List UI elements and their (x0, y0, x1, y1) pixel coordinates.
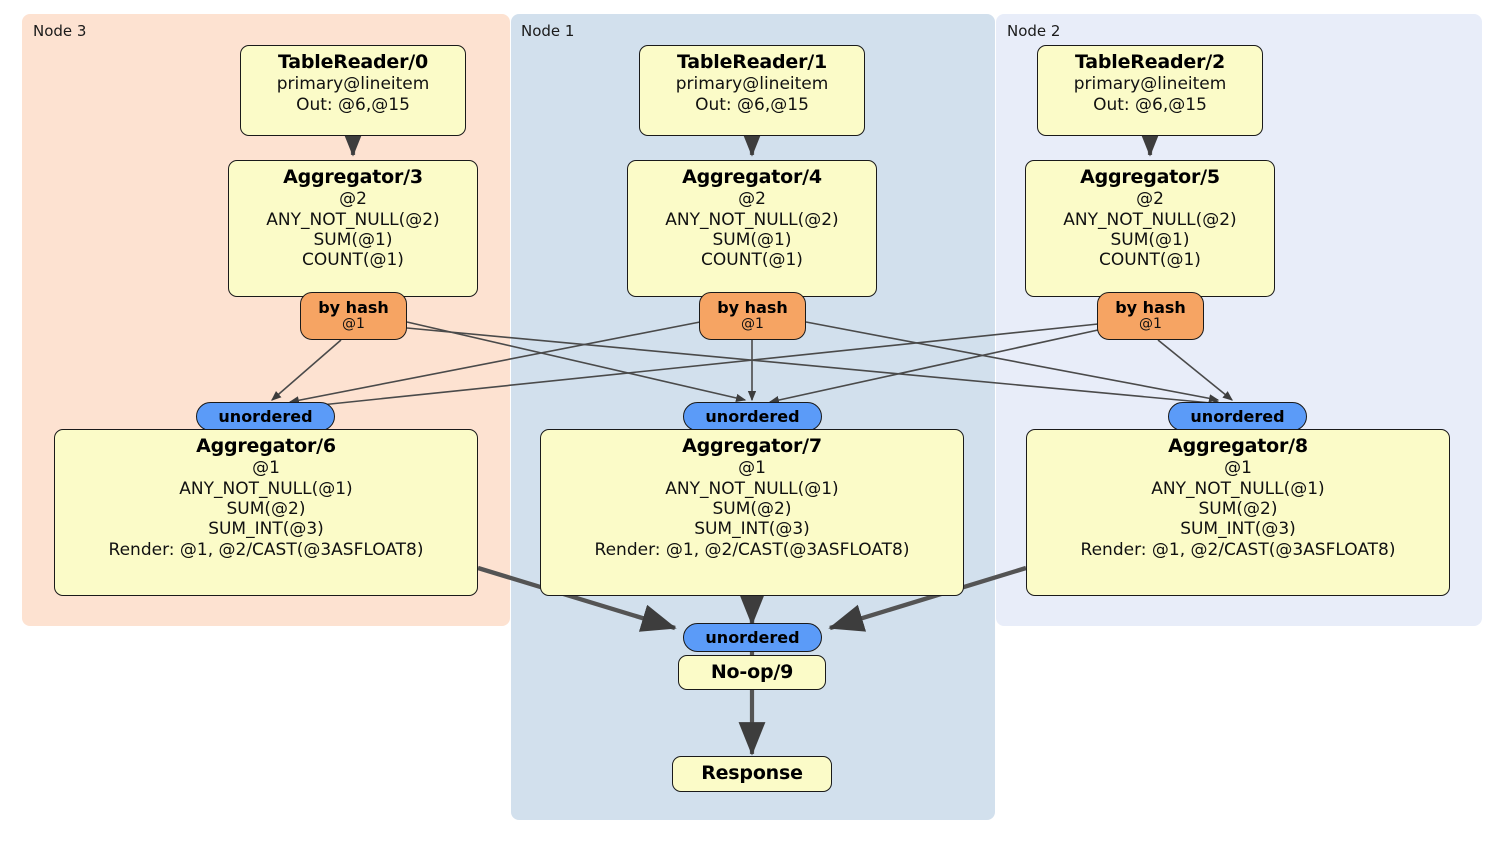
processor-detail: SUM(@2) (226, 498, 306, 519)
processor-detail: Out: @6,@15 (695, 94, 809, 115)
processor-detail: COUNT(@1) (701, 250, 803, 271)
processor-title: Aggregator/4 (682, 166, 822, 188)
processor-title: Aggregator/3 (283, 166, 423, 188)
processor-detail: primary@lineitem (675, 74, 829, 95)
processor-box-aggregator-3[interactable]: Aggregator/3 @2 ANY_NOT_NULL(@2) SUM(@1)… (228, 160, 478, 297)
processor-detail: Out: @6,@15 (1093, 94, 1207, 115)
processor-detail: SUM_INT(@3) (694, 519, 810, 540)
processor-box-tablereader-0[interactable]: TableReader/0 primary@lineitem Out: @6,@… (240, 45, 466, 136)
processor-detail: SUM(@1) (712, 229, 792, 250)
processor-detail: SUM(@1) (1110, 229, 1190, 250)
synchronizer-unordered-node2[interactable]: unordered (1168, 402, 1307, 431)
synchronizer-unordered-node3[interactable]: unordered (196, 402, 335, 431)
processor-detail: SUM(@2) (1198, 498, 1278, 519)
processor-box-aggregator-7[interactable]: Aggregator/7 @1 ANY_NOT_NULL(@1) SUM(@2)… (540, 429, 964, 596)
router-column: @1 (1139, 316, 1162, 333)
router-column: @1 (741, 316, 764, 333)
node-label-node1: Node 1 (521, 22, 575, 40)
node-label-node3: Node 3 (33, 22, 87, 40)
processor-title: TableReader/0 (277, 51, 429, 73)
processor-detail: Out: @6,@15 (296, 94, 410, 115)
processor-box-aggregator-4[interactable]: Aggregator/4 @2 ANY_NOT_NULL(@2) SUM(@1)… (627, 160, 877, 297)
processor-detail: primary@lineitem (1073, 74, 1227, 95)
synchronizer-label: unordered (705, 628, 800, 647)
synchronizer-label: unordered (218, 407, 313, 426)
processor-detail: ANY_NOT_NULL(@2) (1063, 209, 1237, 230)
processor-detail: COUNT(@1) (302, 250, 404, 271)
processor-detail: primary@lineitem (276, 74, 430, 95)
router-label: by hash (717, 298, 788, 318)
processor-title: Response (701, 762, 803, 785)
processor-title: No-op/9 (710, 660, 794, 683)
processor-detail: @1 (1224, 458, 1252, 479)
processor-detail: SUM(@1) (313, 229, 393, 250)
processor-detail: ANY_NOT_NULL(@2) (266, 209, 440, 230)
processor-title: Aggregator/5 (1080, 166, 1220, 188)
processor-title: Aggregator/8 (1168, 435, 1308, 457)
synchronizer-label: unordered (705, 407, 800, 426)
processor-render: Render: @1, @2/CAST(@3ASFLOAT8) (594, 539, 910, 560)
processor-detail: ANY_NOT_NULL(@2) (665, 209, 839, 230)
processor-detail: @1 (738, 458, 766, 479)
processor-box-response[interactable]: Response (672, 756, 832, 792)
processor-box-noop-9[interactable]: No-op/9 (678, 655, 826, 690)
synchronizer-unordered-node1[interactable]: unordered (683, 402, 822, 431)
processor-title: TableReader/1 (676, 51, 828, 73)
router-by-hash-node2[interactable]: by hash @1 (1097, 292, 1204, 340)
router-column: @1 (342, 316, 365, 333)
synchronizer-label: unordered (1190, 407, 1285, 426)
processor-detail: SUM(@2) (712, 498, 792, 519)
processor-detail: SUM_INT(@3) (1180, 519, 1296, 540)
processor-detail: ANY_NOT_NULL(@1) (665, 478, 839, 499)
processor-render: Render: @1, @2/CAST(@3ASFLOAT8) (108, 539, 424, 560)
processor-detail: SUM_INT(@3) (208, 519, 324, 540)
router-label: by hash (1115, 298, 1186, 318)
processor-box-tablereader-2[interactable]: TableReader/2 primary@lineitem Out: @6,@… (1037, 45, 1263, 136)
processor-detail: ANY_NOT_NULL(@1) (1151, 478, 1325, 499)
processor-detail: COUNT(@1) (1099, 250, 1201, 271)
processor-title: Aggregator/7 (682, 435, 822, 457)
processor-box-tablereader-1[interactable]: TableReader/1 primary@lineitem Out: @6,@… (639, 45, 865, 136)
processor-detail: @2 (738, 189, 766, 210)
processor-detail: @2 (1136, 189, 1164, 210)
processor-detail: @2 (339, 189, 367, 210)
processor-title: Aggregator/6 (196, 435, 336, 457)
processor-detail: ANY_NOT_NULL(@1) (179, 478, 353, 499)
synchronizer-unordered-final[interactable]: unordered (683, 623, 822, 652)
router-by-hash-node3[interactable]: by hash @1 (300, 292, 407, 340)
router-label: by hash (318, 298, 389, 318)
processor-title: TableReader/2 (1074, 51, 1226, 73)
processor-box-aggregator-5[interactable]: Aggregator/5 @2 ANY_NOT_NULL(@2) SUM(@1)… (1025, 160, 1275, 297)
processor-box-aggregator-6[interactable]: Aggregator/6 @1 ANY_NOT_NULL(@1) SUM(@2)… (54, 429, 478, 596)
node-label-node2: Node 2 (1007, 22, 1061, 40)
processor-box-aggregator-8[interactable]: Aggregator/8 @1 ANY_NOT_NULL(@1) SUM(@2)… (1026, 429, 1450, 596)
processor-detail: @1 (252, 458, 280, 479)
router-by-hash-node1[interactable]: by hash @1 (699, 292, 806, 340)
processor-render: Render: @1, @2/CAST(@3ASFLOAT8) (1080, 539, 1396, 560)
